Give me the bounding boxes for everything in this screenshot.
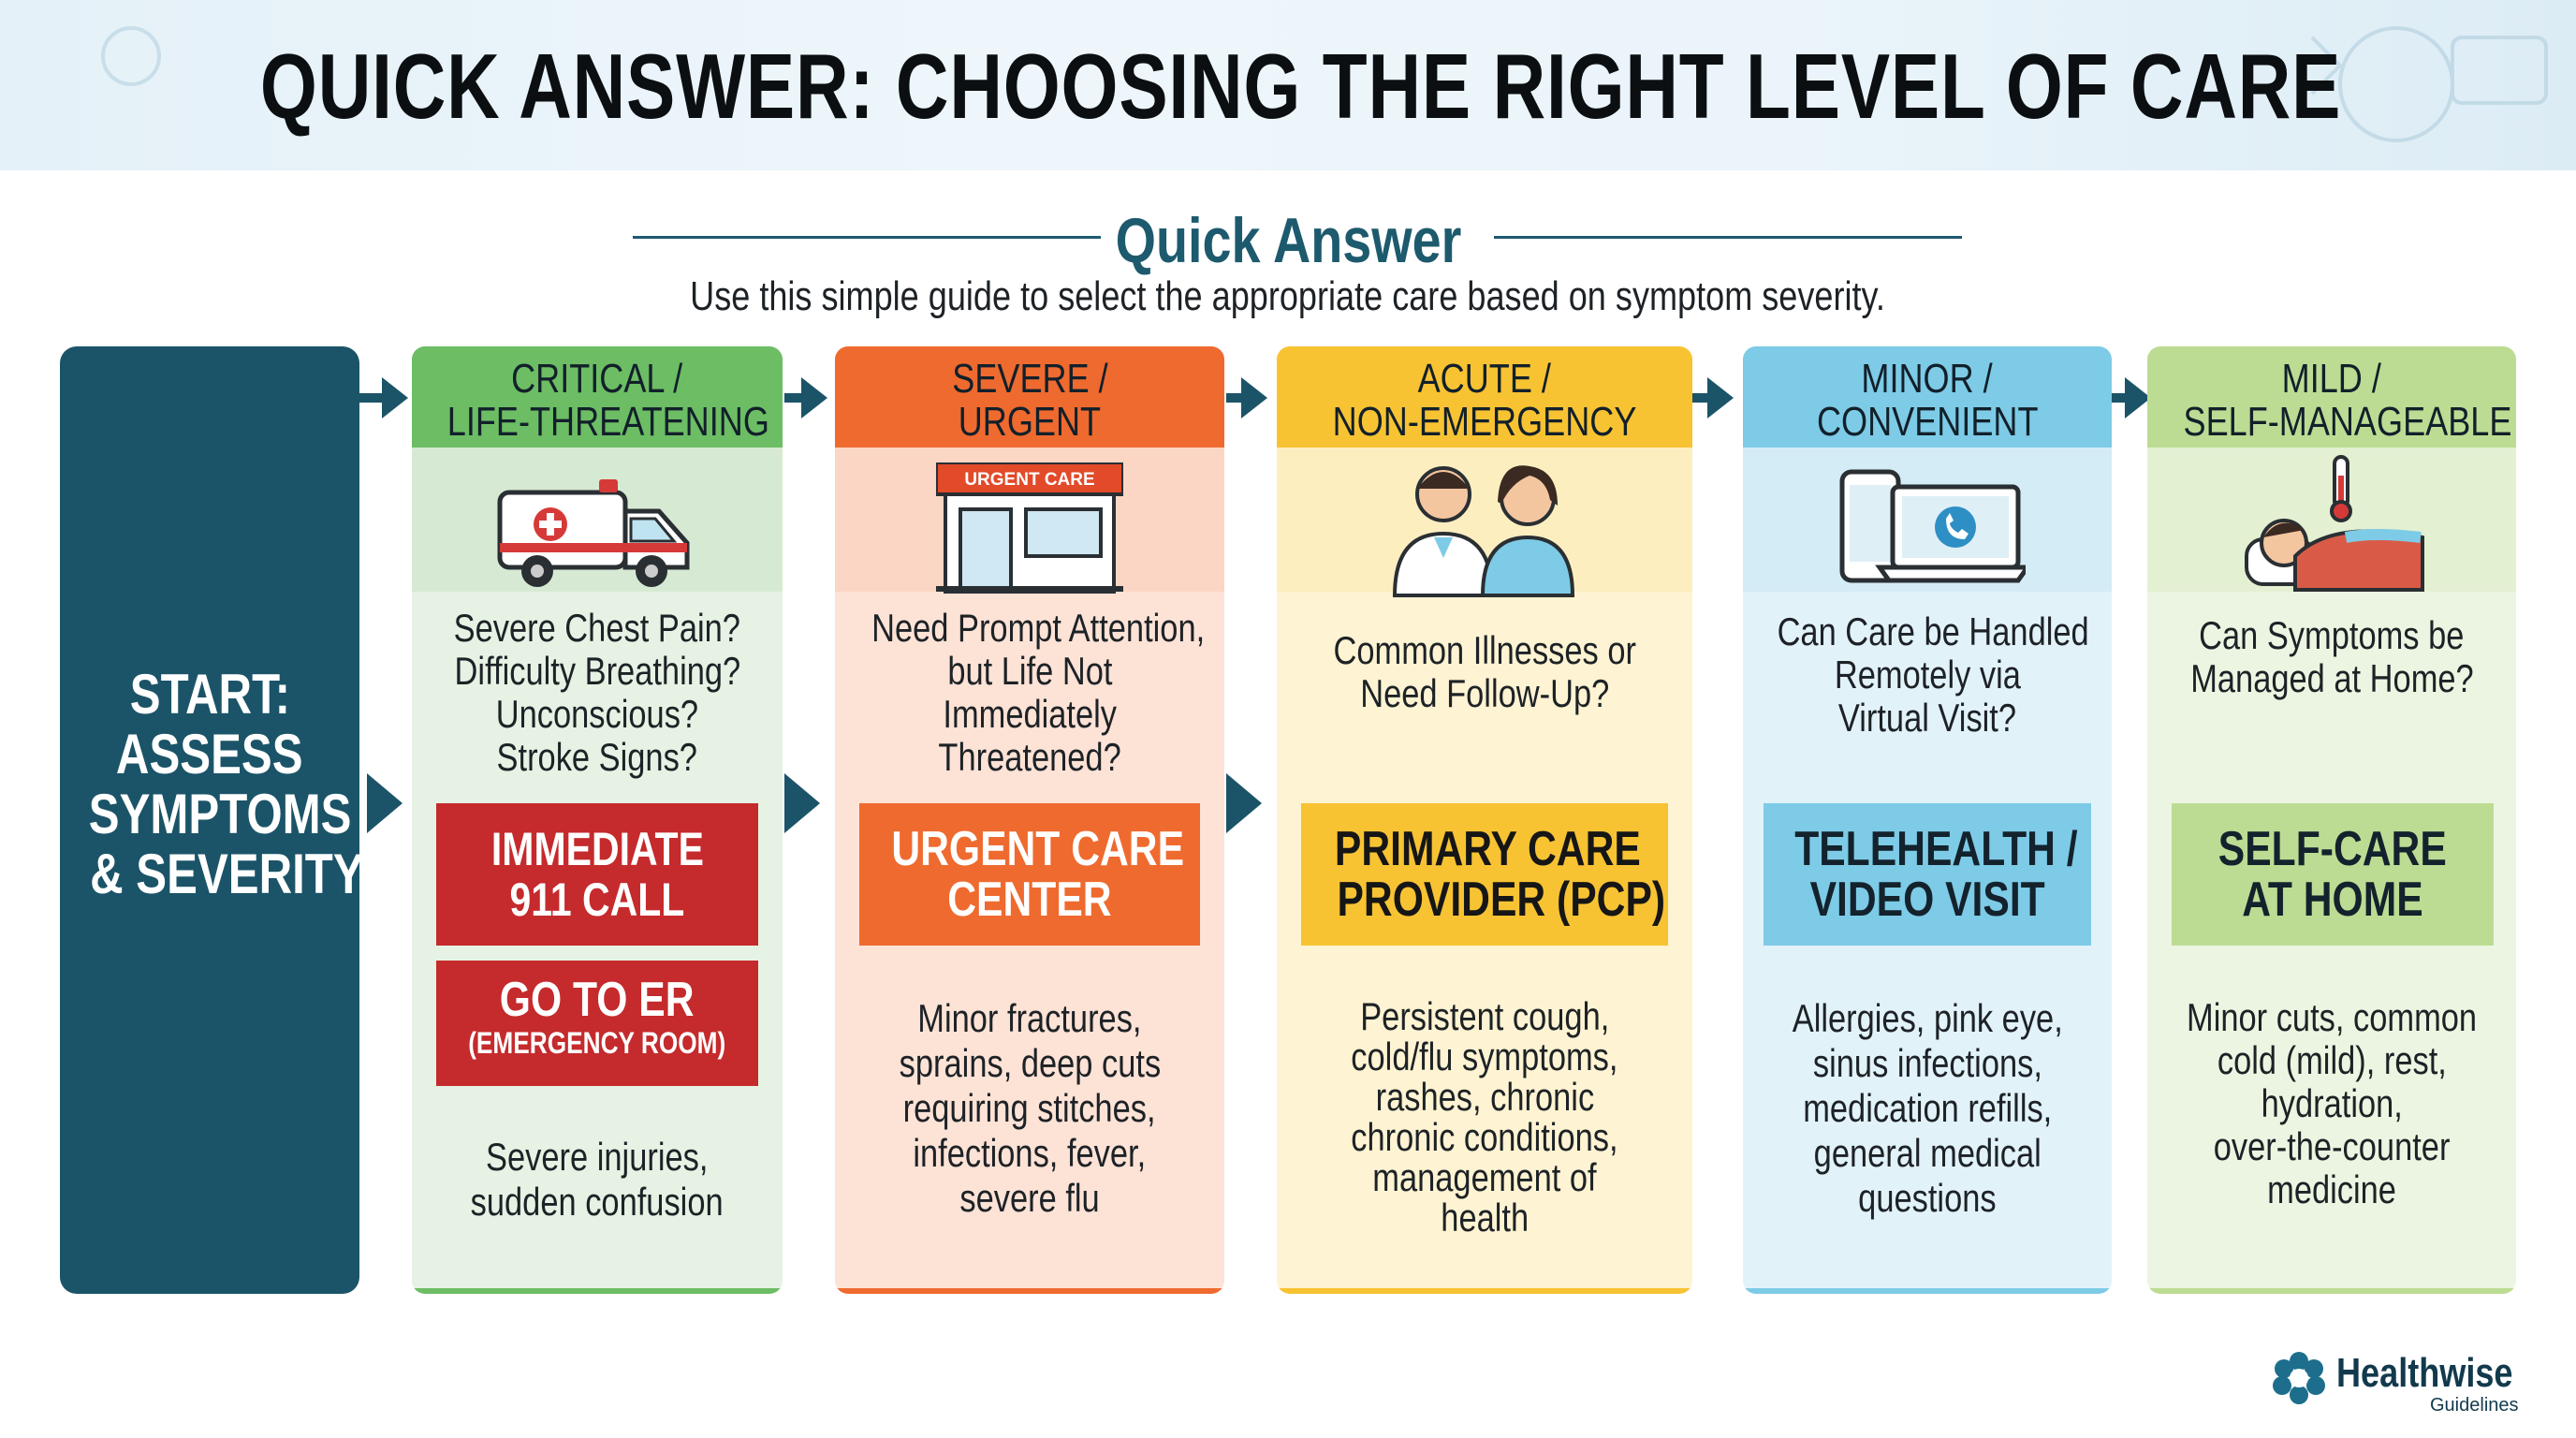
start-panel: START: ASSESS SYMPTOMS & SEVERITY <box>60 346 364 1294</box>
column-minor: MINOR / CONVENIENT Can Care be Handled R… <box>1743 346 2112 1294</box>
flow-arrow-icon <box>2125 377 2151 418</box>
triage-question: Can Care be Handled Remotely via Virtual… <box>1777 609 2089 740</box>
ambulance-icon <box>497 479 690 587</box>
arrow-stem <box>1226 393 1245 403</box>
column-mild: MILD / SELF-MANAGEABLE Can Symptoms be M… <box>2147 346 2516 1294</box>
doctors-icon <box>1392 465 1575 597</box>
header-band: QUICK ANSWER: CHOOSING THE RIGHT LEVEL O… <box>0 0 2576 170</box>
triage-question: Severe Chest Pain? Difficulty Breathing?… <box>453 606 741 779</box>
flow-arrow-icon <box>784 773 820 833</box>
arrow-stem <box>1692 393 1711 403</box>
column-critical: CRITICAL / LIFE-THREATENING Severe Chest… <box>412 346 783 1294</box>
urgent-care-center-box: URGENT CARE CENTER <box>859 803 1200 946</box>
column-header: ACUTE / NON-EMERGENCY <box>1277 346 1692 448</box>
care-examples: Allergies, pink eye, sinus infections, m… <box>1792 996 2063 1220</box>
column-bottom-line <box>412 1288 783 1294</box>
go-to-er-box: GO TO ER (EMERGENCY ROOM) <box>436 961 758 1086</box>
divider-line-left <box>633 236 1101 239</box>
care-examples: Minor cuts, common cold (mild), rest, hy… <box>2186 995 2478 1211</box>
quick-answer-heading: Quick Answer <box>1115 205 1461 276</box>
care-examples: Persistent cough, cold/flu symptoms, ras… <box>1351 994 1618 1240</box>
arrow-stem <box>359 393 388 403</box>
primary-care-box: PRIMARY CARE PROVIDER (PCP) <box>1301 803 1668 946</box>
column-bottom-line <box>1743 1288 2112 1294</box>
page-title: QUICK ANSWER: CHOOSING THE RIGHT LEVEL O… <box>259 35 2342 138</box>
arrow-stem <box>2112 393 2130 403</box>
urgent-care-sign: URGENT CARE <box>964 470 1094 490</box>
flow-arrow-icon <box>801 377 827 418</box>
flow-arrow-icon <box>367 773 402 833</box>
quick-answer-heading-row: Quick Answer <box>0 204 2576 276</box>
column-bottom-line <box>1277 1288 1692 1294</box>
telehealth-box: TELEHEALTH / VIDEO VISIT <box>1764 803 2091 946</box>
self-care-box: SELF-CARE AT HOME <box>2172 803 2494 946</box>
column-header: SEVERE / URGENT <box>835 346 1224 448</box>
column-bottom-line <box>2147 1288 2516 1294</box>
care-examples: Minor fractures, sprains, deep cuts requ… <box>899 996 1161 1220</box>
column-header: MILD / SELF-MANAGEABLE <box>2147 346 2516 448</box>
healthwise-logo: Healthwise Guidelines <box>2269 1348 2531 1416</box>
call-911-box: IMMEDIATE 911 CALL <box>436 803 758 946</box>
column-header: MINOR / CONVENIENT <box>1743 346 2112 448</box>
logo-name: Healthwise <box>2336 1350 2513 1396</box>
urgent-care-building-icon: URGENT CARE <box>936 462 1123 594</box>
flow-arrow-icon <box>1241 377 1267 418</box>
column-severe: SEVERE / URGENT URGENT CARE Need Prompt … <box>835 346 1224 1294</box>
column-header: CRITICAL / LIFE-THREATENING <box>412 346 783 448</box>
triage-question: Common Illnesses or Need Follow-Up? <box>1333 628 1636 715</box>
arrow-stem <box>784 393 803 403</box>
start-label: START: ASSESS SYMPTOMS & SEVERITY <box>88 663 364 905</box>
logo-subtitle: Guidelines <box>2430 1395 2519 1416</box>
flow-arrow-icon <box>1226 773 1262 833</box>
triage-question: Need Prompt Attention, but Life Not Imme… <box>871 606 1206 779</box>
column-bottom-line <box>835 1288 1224 1294</box>
triage-question: Can Symptoms be Managed at Home? <box>2189 613 2474 700</box>
medical-background-decoration <box>101 26 2548 142</box>
flow-arrow-icon <box>382 377 408 418</box>
quick-answer-subtitle: Use this simple guide to select the appr… <box>690 273 1886 319</box>
flow-arrow-icon <box>1707 377 1734 418</box>
care-examples: Severe injuries, sudden confusion <box>470 1135 724 1224</box>
divider-line-right <box>1494 236 1962 239</box>
column-acute: ACUTE / NON-EMERGENCY Common Illnesses o… <box>1277 346 1692 1294</box>
laptop-phone-icon <box>1839 469 2026 583</box>
resting-patient-icon <box>2245 455 2424 592</box>
flower-logo-icon <box>2273 1352 2325 1404</box>
